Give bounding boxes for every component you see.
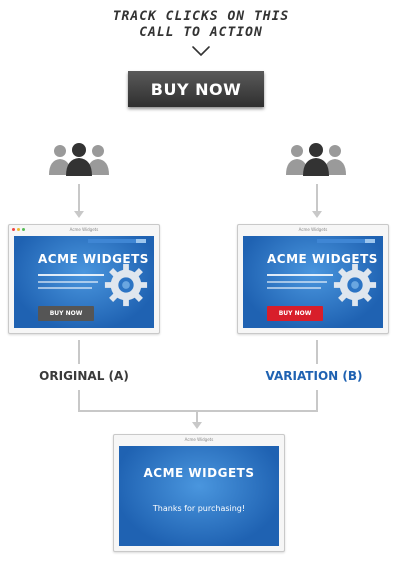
text-line	[38, 274, 104, 276]
arrow-down-icon	[192, 422, 202, 429]
text-line	[267, 274, 333, 276]
brand-title: ACME WIDGETS	[267, 252, 378, 266]
original-label: ORIGINAL (A)	[39, 369, 129, 383]
nav-bar	[317, 239, 375, 243]
connector-merge	[78, 410, 318, 412]
annotation-arrow-icon	[192, 46, 210, 57]
window-title: Acme Widgets	[298, 227, 328, 232]
annotation-line-1: TRACK CLICKS ON THIS	[112, 9, 290, 24]
gear-icon	[333, 263, 377, 307]
connector-users-b	[316, 184, 318, 214]
text-line	[267, 287, 321, 289]
variation-page-window: Acme Widgets ACME WIDGETS BUY NOW	[237, 224, 389, 334]
connector-b-top	[316, 340, 318, 364]
thank-you-message: Thanks for purchasing!	[152, 504, 246, 513]
arrow-down-icon	[312, 211, 322, 218]
page-content: ACME WIDGETS BUY NOW	[243, 236, 383, 328]
connector-b-bottom	[316, 390, 318, 412]
window-title: Acme Widgets	[69, 227, 99, 232]
buy-now-button-variation[interactable]: BUY NOW	[267, 306, 323, 321]
buy-now-button-original[interactable]: BUY NOW	[38, 306, 94, 321]
page-content: ACME WIDGETS Thanks for purchasing!	[119, 446, 279, 546]
window-controls	[12, 228, 25, 231]
arrow-down-icon	[74, 211, 84, 218]
text-line	[267, 281, 327, 283]
text-line	[38, 287, 92, 289]
connector-users-a	[78, 184, 80, 214]
connector-a-bottom	[78, 390, 80, 412]
window-title: Acme Widgets	[184, 437, 214, 442]
users-group-icon-b	[286, 143, 346, 176]
brand-title: ACME WIDGETS	[143, 466, 255, 480]
connector-to-result	[196, 410, 198, 424]
page-content: ACME WIDGETS BUY NOW	[14, 236, 154, 328]
brand-title: ACME WIDGETS	[38, 252, 149, 266]
thank-you-page-window: Acme Widgets ACME WIDGETS Thanks for pur…	[113, 434, 285, 552]
original-page-window: Acme Widgets ACME WIDGETS BUY NOW	[8, 224, 160, 334]
users-group-icon-a	[49, 143, 109, 176]
text-line	[38, 281, 98, 283]
gear-icon	[104, 263, 148, 307]
annotation-line-2: CALL TO ACTION	[139, 25, 263, 40]
variation-label: VARIATION (B)	[265, 369, 363, 383]
nav-bar	[88, 239, 146, 243]
connector-a-top	[78, 340, 80, 364]
call-to-action-button[interactable]: BUY NOW	[128, 71, 264, 107]
